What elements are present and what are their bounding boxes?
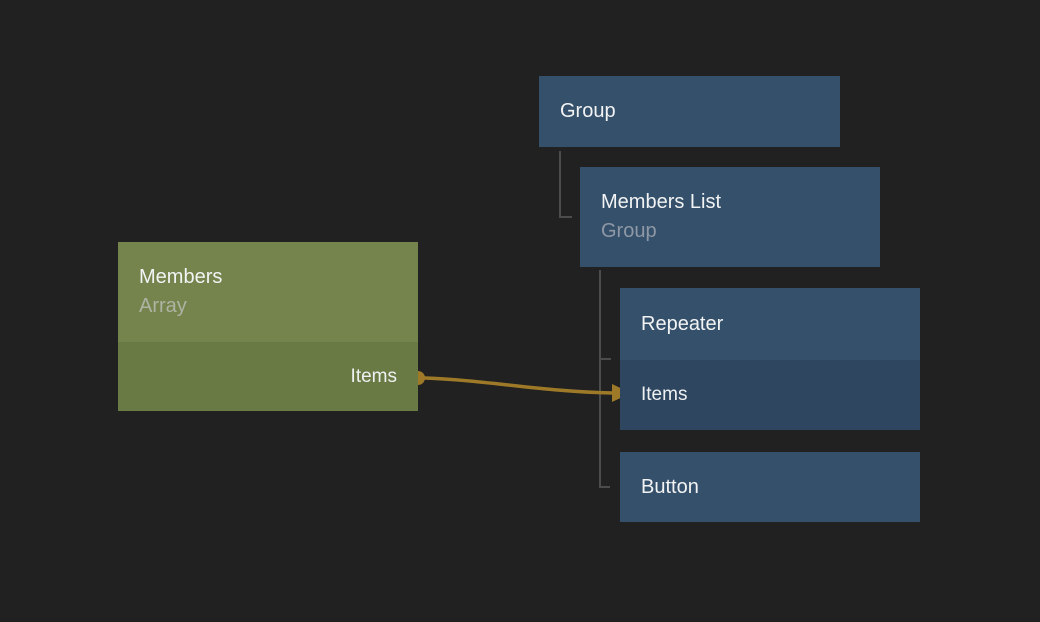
node-repeater-header: Repeater [620,288,920,360]
node-repeater[interactable]: Repeater Items [620,288,920,430]
connection-wire-members-items-to-repeater-items[interactable] [423,376,615,395]
node-title: Repeater [641,312,724,335]
tree-connector-group-to-members-list [559,151,572,218]
node-members-list-header: Members List Group [580,167,880,267]
node-button-header: Button [620,452,920,522]
node-title: Group [560,100,616,122]
node-group-header: Group [539,76,840,147]
node-title: Members [139,266,223,288]
node-members-list[interactable]: Members List Group [580,167,880,267]
port-label: Items [350,365,397,387]
port-label: Items [641,384,688,405]
repeater-items-input-port[interactable]: Items [620,360,920,430]
node-button[interactable]: Button [620,452,920,522]
node-members-header: Members Array [118,242,418,342]
members-items-output-port[interactable]: Items [118,342,418,411]
node-subtitle: Group [601,220,657,242]
node-title: Members List [601,191,722,213]
node-group[interactable]: Group [539,76,840,147]
node-members[interactable]: Members Array Items [118,242,418,411]
node-subtitle: Array [139,295,187,317]
node-title: Button [641,475,699,498]
tree-connector-members-list-to-children [599,270,611,488]
